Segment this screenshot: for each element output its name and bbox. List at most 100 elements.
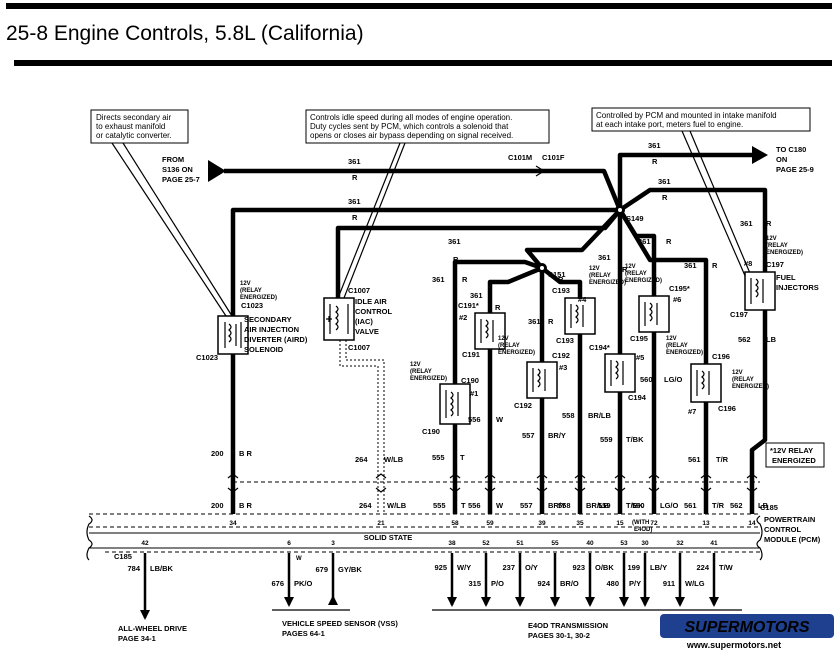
connector-c185-pin (574, 473, 586, 493)
svg-text:PAGES 30-1, 30-2: PAGES 30-1, 30-2 (528, 631, 590, 640)
svg-text:C185: C185 (114, 552, 132, 561)
svg-text:W: W (496, 415, 504, 424)
svg-text:T/R: T/R (716, 455, 729, 464)
svg-text:559: 559 (600, 435, 613, 444)
c185-wire-number: 200 (211, 501, 224, 510)
bottom-wire-number: 679 (315, 565, 328, 574)
pcm-bottom-pin: 6 (287, 540, 291, 547)
svg-text:R: R (766, 219, 772, 228)
c185-wire-color: W/LB (387, 501, 407, 510)
svg-text:E4OD TRANSMISSION: E4OD TRANSMISSION (528, 621, 608, 630)
from-s136-label: FROM S136 ON PAGE 25-7 (162, 155, 200, 184)
svg-text:PAGE 34-1: PAGE 34-1 (118, 634, 156, 643)
svg-text:C191: C191 (462, 350, 480, 359)
connector-c185-pin (449, 473, 461, 493)
bottom-wire-number: 199 (627, 563, 640, 572)
svg-text:C195: C195 (630, 334, 648, 343)
svg-text:Duty cycles sent by PCM, which: Duty cycles sent by PCM, which controls … (310, 122, 509, 131)
bottom-wire-color: O/Y (525, 563, 538, 572)
injector-1 (439, 383, 471, 425)
svg-text:C195*: C195* (669, 284, 690, 293)
top-rule (6, 3, 832, 9)
svg-text:R: R (558, 275, 564, 284)
aird-solenoid (217, 315, 249, 355)
relay-energized-note: 12V (625, 264, 636, 270)
bottom-wire-color: LB/BK (150, 564, 173, 573)
relay-energized-note: ENERGIZED) (666, 350, 703, 356)
injector-3 (526, 361, 558, 399)
c185-wire-number: 562 (730, 501, 743, 510)
svg-text:to exhaust manifold: to exhaust manifold (96, 122, 165, 131)
bottom-wire-number: 237 (502, 563, 515, 572)
connector-c185-pin (375, 473, 387, 493)
connector-c185-pin (746, 473, 758, 493)
injector-2 (474, 312, 506, 350)
arrow-to-c180 (752, 146, 768, 164)
relay-energized-note: 12V (766, 236, 777, 242)
svg-text:W/LB: W/LB (384, 455, 404, 464)
svg-text:C101M: C101M (508, 153, 532, 162)
c185-wire-color: BR/Y (548, 501, 566, 510)
wire-arrow-down (585, 597, 595, 607)
connector-c101-symbol (535, 165, 546, 177)
svg-text:361: 361 (348, 197, 361, 206)
svg-text:561: 561 (688, 455, 701, 464)
svg-text:ENERGIZED): ENERGIZED) (240, 295, 277, 301)
dest-e4od: E4OD TRANSMISSION PAGES 30-1, 30-2 (528, 621, 608, 640)
svg-text:C197: C197 (730, 310, 748, 319)
svg-text:R: R (352, 173, 358, 182)
bottom-wire-color: T/W (719, 563, 734, 572)
c185-wire-number: 555 (433, 501, 446, 510)
pcm-pin-note: E4OD) (634, 527, 652, 533)
arrow-from-s136: M (208, 160, 226, 182)
svg-text:200: 200 (211, 449, 224, 458)
bottom-wire-number: 925 (434, 563, 447, 572)
relay-energized-note: 12V (498, 336, 509, 342)
bottom-wire-number: 784 (127, 564, 140, 573)
svg-text:556: 556 (468, 415, 481, 424)
svg-text:R: R (453, 255, 459, 264)
bottom-wire-number: 676 (271, 579, 284, 588)
wire-arrow-down (550, 597, 560, 607)
bottom-wire-color: PK/O (294, 579, 313, 588)
dest-vss: VEHICLE SPEED SENSOR (VSS) PAGES 64-1 (282, 619, 398, 638)
svg-text:TO C180: TO C180 (776, 145, 806, 154)
svg-text:C101F: C101F (542, 153, 565, 162)
svg-text:CONTROL: CONTROL (764, 525, 801, 534)
svg-text:S151: S151 (548, 270, 566, 279)
wire-arrow-down (619, 597, 629, 607)
relay-energized-note: (RELAY (666, 343, 688, 349)
svg-text:T: T (460, 453, 465, 462)
svg-text:SOLID STATE: SOLID STATE (364, 533, 412, 542)
pcm-pin-number: 59 (486, 520, 494, 527)
bottom-wire-color: LB/Y (650, 563, 667, 572)
wire-arrow-down (447, 597, 457, 607)
to-c180-label: TO C180 ON PAGE 25-9 (776, 145, 814, 174)
svg-text:562: 562 (738, 335, 751, 344)
svg-text:R: R (622, 265, 628, 274)
svg-text:C1007: C1007 (348, 286, 370, 295)
svg-text:C196: C196 (718, 404, 736, 413)
injectors (439, 271, 776, 425)
bottom-wire-color: O/BK (595, 563, 614, 572)
svg-text:Controlled by PCM and mounted: Controlled by PCM and mounted in intake … (596, 111, 777, 120)
c185-wire-color: B R (239, 501, 253, 510)
relay-energized-note: ENERGIZED) (732, 384, 769, 390)
svg-text:#2: #2 (459, 313, 467, 322)
svg-text:SECONDARY: SECONDARY (244, 315, 292, 324)
svg-text:C185: C185 (760, 503, 778, 512)
wire-arrow-down (481, 597, 491, 607)
svg-text:C192: C192 (514, 401, 532, 410)
svg-text:361: 361 (528, 317, 541, 326)
c185-wire-color: LB (758, 501, 769, 510)
svg-text:361: 361 (740, 219, 753, 228)
svg-text:R: R (352, 213, 358, 222)
pcm-pin-number: 39 (538, 520, 546, 527)
note-relay-energized: *12V RELAY ENERGIZED (765, 442, 825, 468)
bottom-wire-number: 923 (572, 563, 585, 572)
relay-energized-note: (RELAY (625, 271, 647, 277)
svg-text:#3: #3 (559, 363, 567, 372)
svg-text:C193: C193 (552, 286, 570, 295)
pcm-pin-number: 58 (451, 520, 459, 527)
relay-energized-labels: 12V(RELAYENERGIZED)12V(RELAYENERGIZED)12… (410, 236, 803, 390)
